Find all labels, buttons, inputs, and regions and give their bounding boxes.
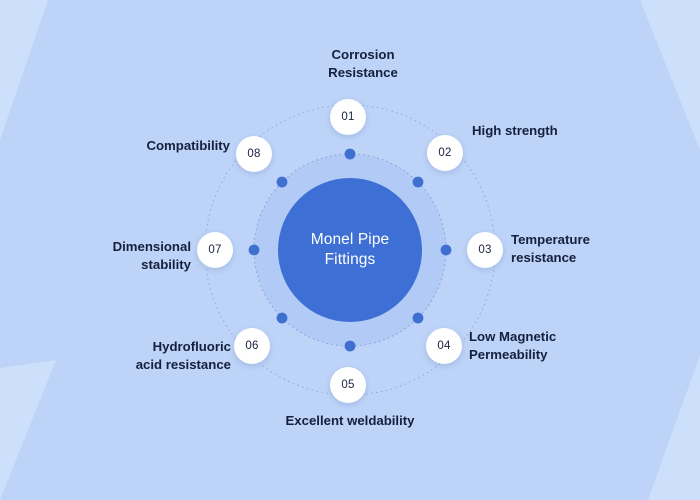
label-high-strength: High strength <box>472 123 558 139</box>
node-dot <box>344 148 356 160</box>
badge-07[interactable]: 07 <box>197 232 233 268</box>
node-dot <box>248 244 260 256</box>
node-dot <box>276 176 288 188</box>
badge-number: 05 <box>341 379 355 391</box>
badge-number: 06 <box>245 340 259 352</box>
badge-06[interactable]: 06 <box>234 328 270 364</box>
badge-number: 02 <box>438 147 452 159</box>
badge-05[interactable]: 05 <box>330 367 366 403</box>
badge-03[interactable]: 03 <box>467 232 503 268</box>
corner-accent-top-right <box>640 0 700 150</box>
badge-02[interactable]: 02 <box>427 135 463 171</box>
badge-number: 03 <box>478 244 492 256</box>
corner-accent-top-left <box>0 0 48 140</box>
label-corrosion-resistance: Corrosion Resistance <box>328 47 398 80</box>
label-dimensional-stability: Dimensional stability <box>112 239 191 272</box>
label-excellent-weldability: Excellent weldability <box>285 413 415 429</box>
badge-01[interactable]: 01 <box>330 99 366 135</box>
center-hub-title: Monel Pipe Fittings <box>310 231 390 268</box>
badge-04[interactable]: 04 <box>426 328 462 364</box>
badge-number: 01 <box>341 111 355 123</box>
center-hub: Monel Pipe Fittings <box>278 178 422 322</box>
node-dot <box>412 312 424 324</box>
node-dot <box>440 244 452 256</box>
label-low-magnetic-permeability: Low Magnetic Permeability <box>469 329 557 362</box>
badge-number: 04 <box>437 340 451 352</box>
badge-08[interactable]: 08 <box>236 136 272 172</box>
label-temperature-resistance: Temperature resistance <box>511 232 590 265</box>
corner-accent-bottom-right <box>648 355 700 500</box>
label-compatibility: Compatibility <box>146 138 230 154</box>
node-dot <box>412 176 424 188</box>
label-hydrofluoric-acid-resistance: Hydrofluoric acid resistance <box>135 339 231 372</box>
badge-number: 07 <box>208 244 222 256</box>
node-dot-group <box>248 148 452 352</box>
corner-accent-bottom-left <box>0 360 56 500</box>
node-dot <box>344 340 356 352</box>
badge-number: 08 <box>247 148 261 160</box>
node-dot <box>276 312 288 324</box>
